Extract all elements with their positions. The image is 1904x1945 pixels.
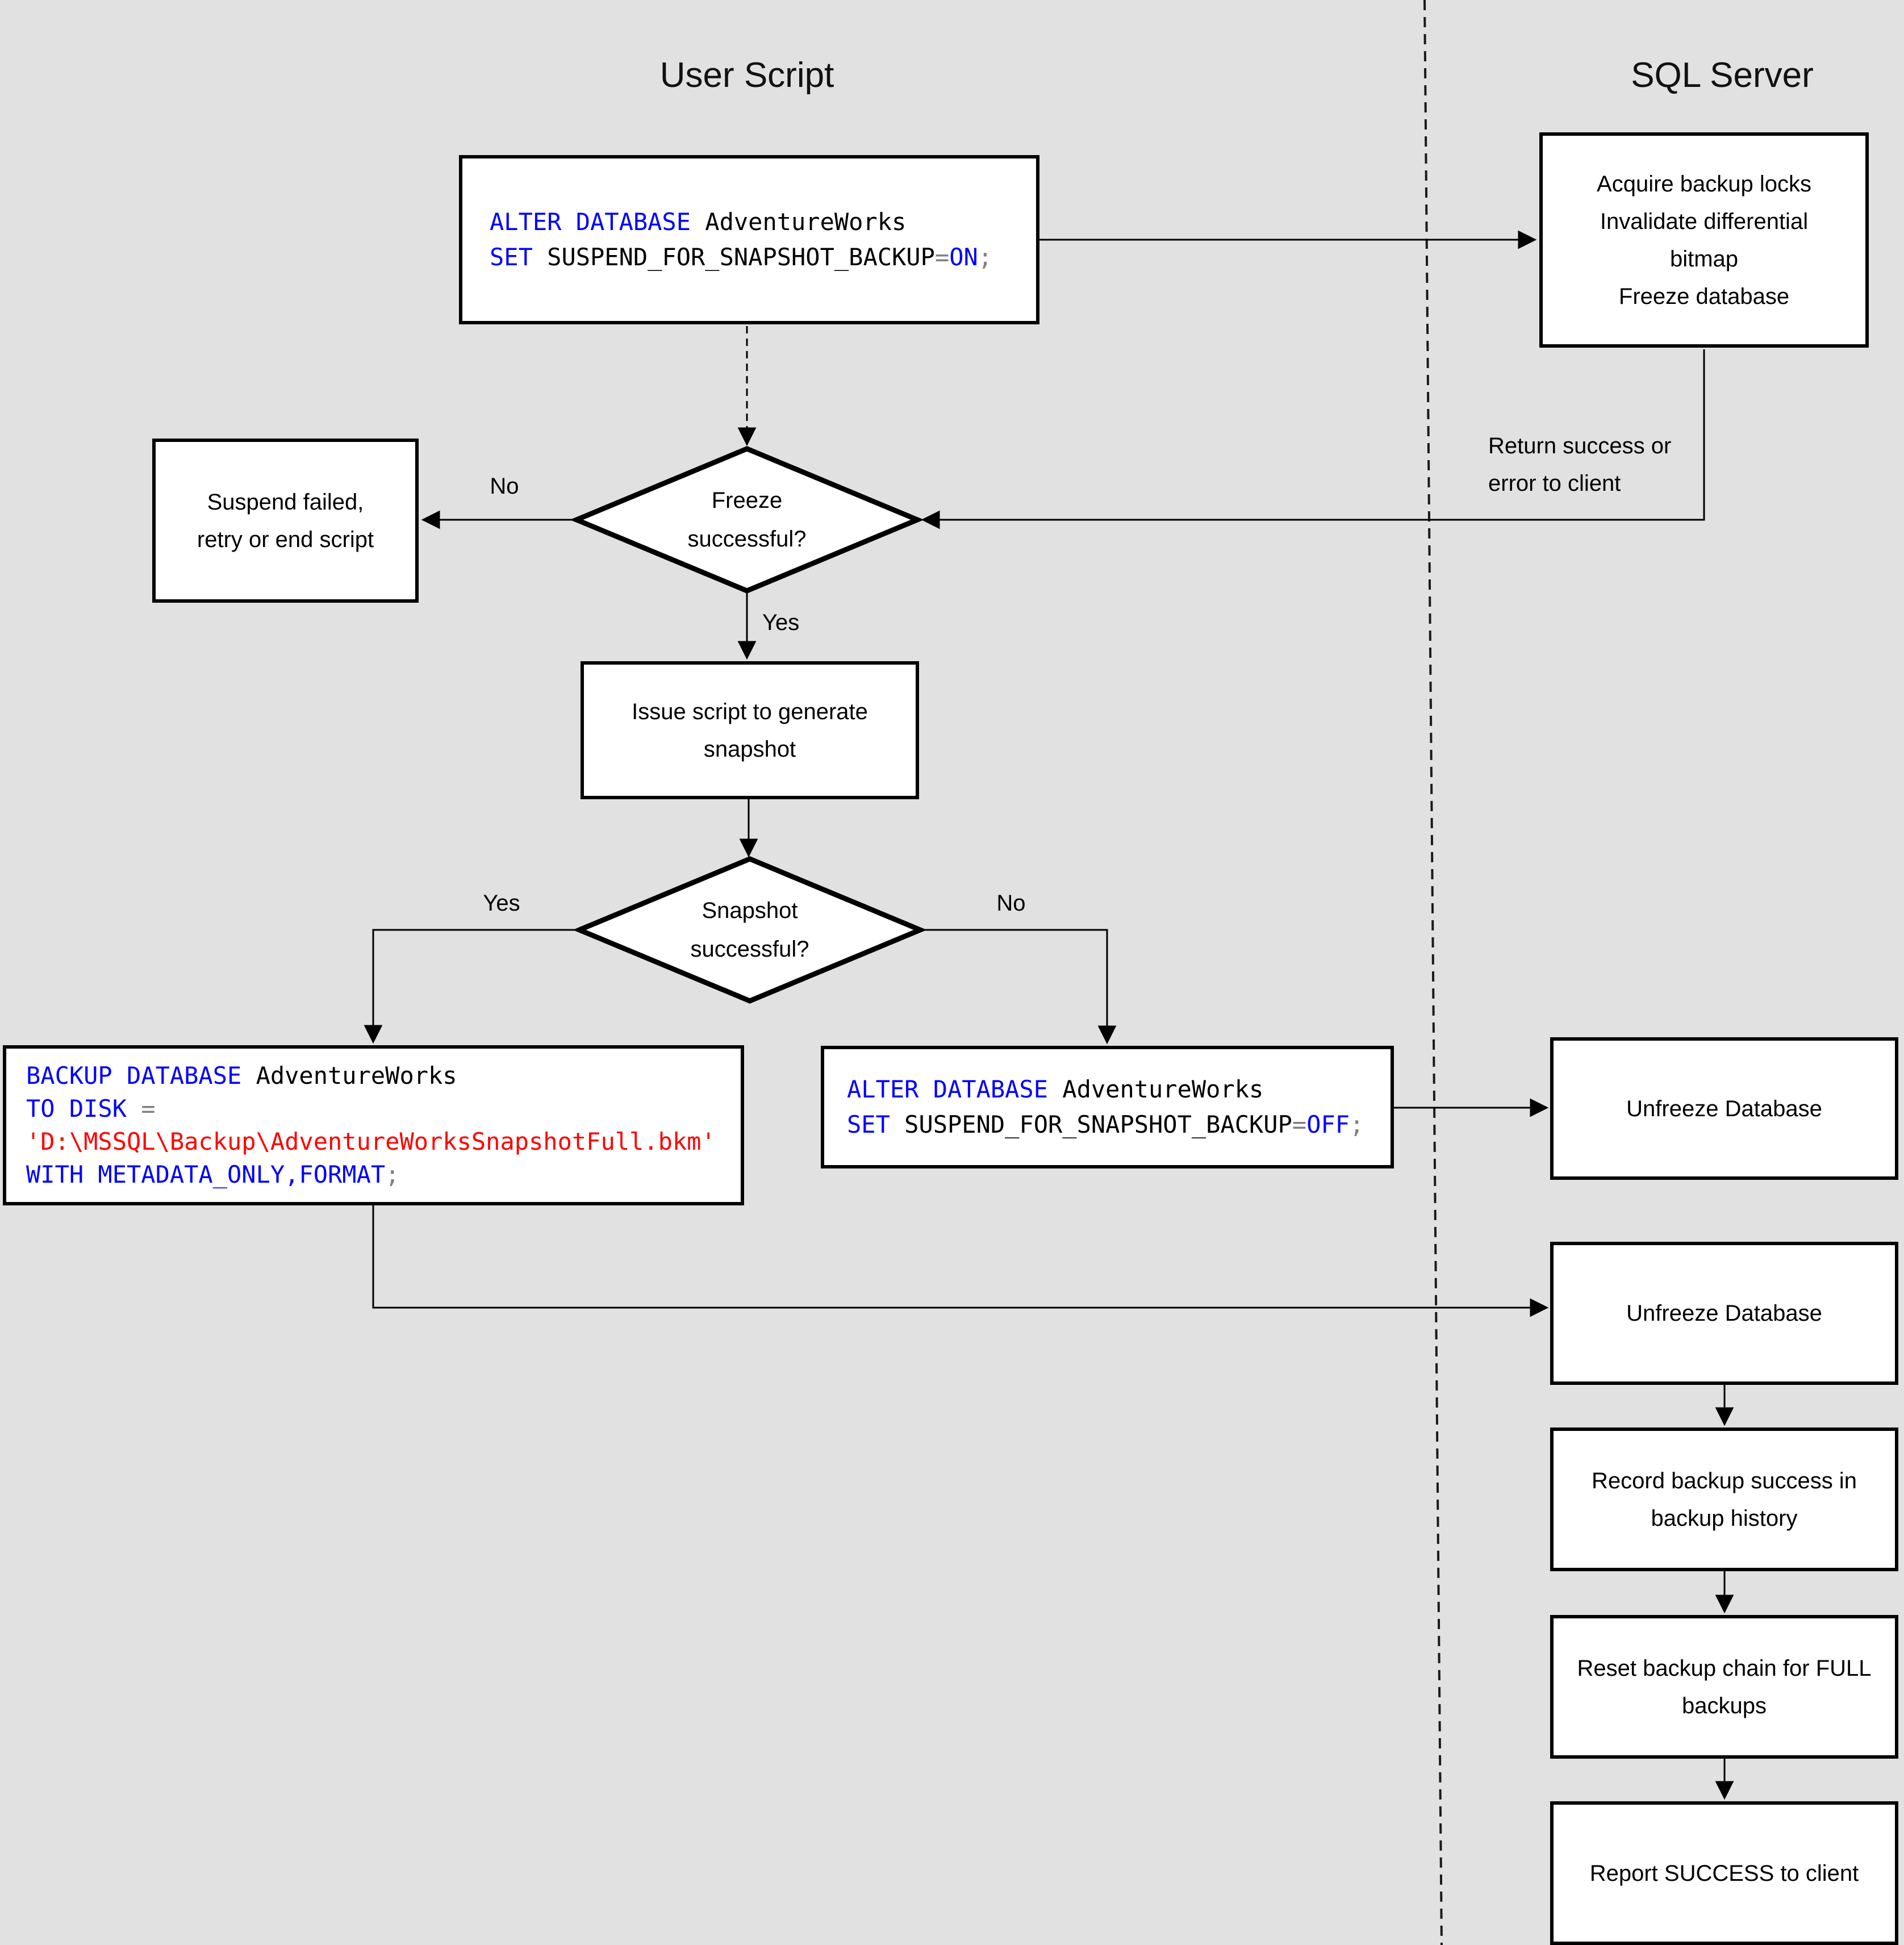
edge-snapshot-yes-to-backup xyxy=(364,929,579,1044)
unfreeze-database-box-1: Unfreeze Database xyxy=(1550,1037,1898,1180)
report-success-box: Report SUCCESS to client xyxy=(1550,1801,1898,1945)
freeze-decision-diamond xyxy=(570,446,924,594)
edge-snapshot-no-to-suspendoff xyxy=(920,929,1117,1045)
user-script-lane-title: User Script xyxy=(659,56,834,95)
snapshot-yes-label: Yes xyxy=(483,891,520,916)
sql-server-lane-title: SQL Server xyxy=(1631,56,1814,95)
freeze-yes-label: Yes xyxy=(762,610,800,635)
suspend-failed-box: Suspend failed,retry or end script xyxy=(152,439,419,603)
freeze-no-label: No xyxy=(490,474,519,499)
unfreeze-database-box-2: Unfreeze Database xyxy=(1550,1242,1898,1385)
edge-backup-to-unfreeze2 xyxy=(372,1205,1549,1317)
edge-acquire-to-freeze xyxy=(921,349,1705,529)
snapshot-decision-diamond xyxy=(573,856,927,1004)
snapshot-no-label: No xyxy=(996,891,1026,916)
swimlane-divider xyxy=(1423,0,1443,1945)
